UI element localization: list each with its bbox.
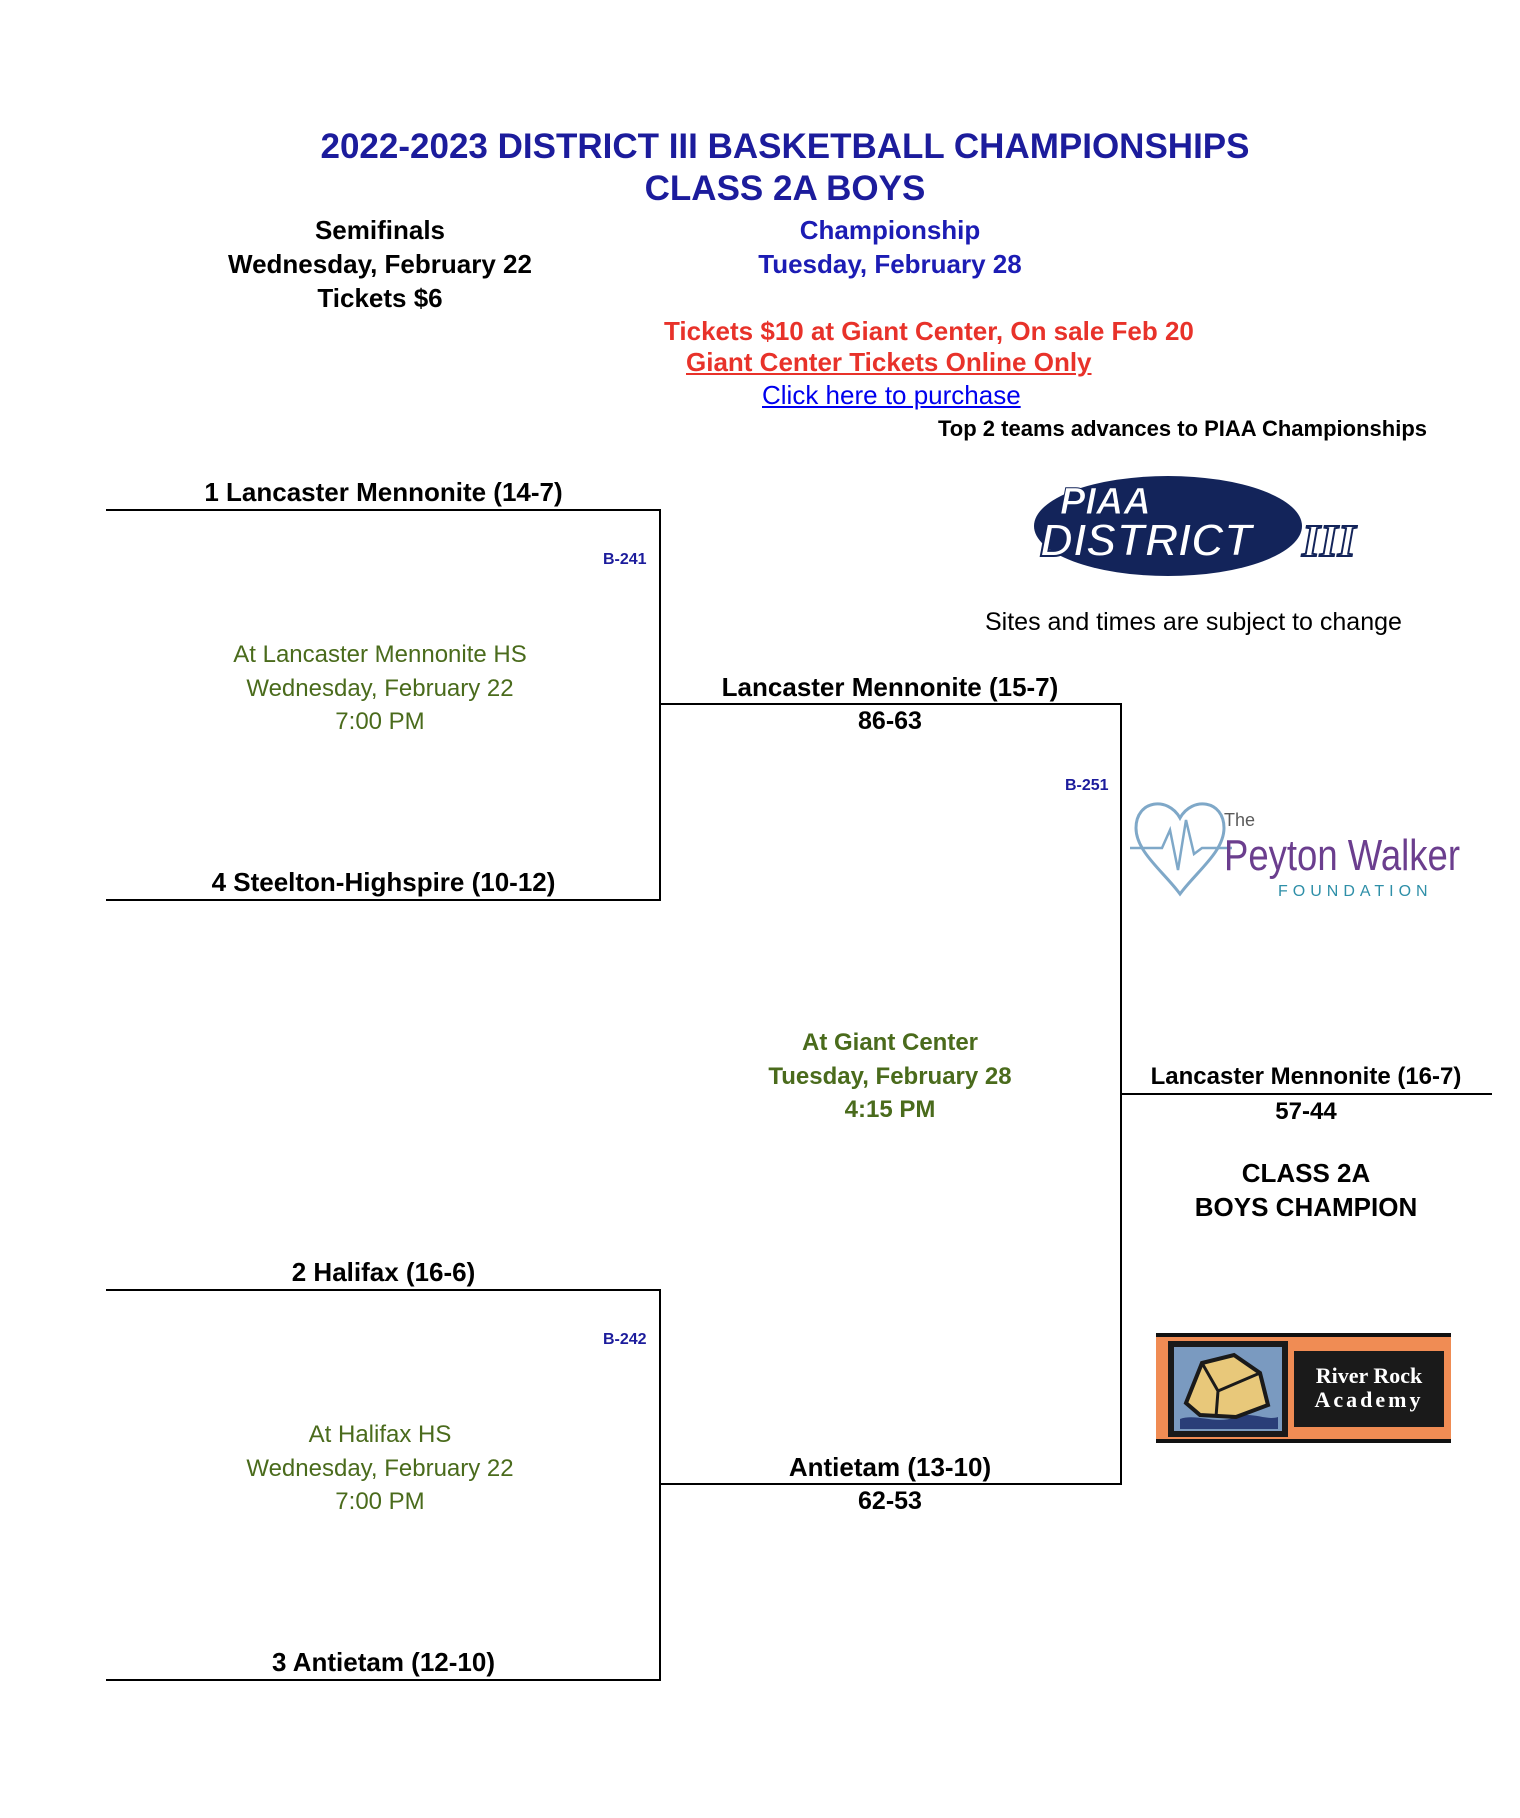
- game1-site: At Lancaster Mennonite HS: [233, 641, 527, 668]
- champion-team: Lancaster Mennonite (16-7): [1150, 1063, 1462, 1090]
- game2-id: B-242: [603, 1331, 647, 1348]
- piaa-district-logo: PIAA DISTRICT III: [1030, 470, 1390, 580]
- sites-note: Sites and times are subject to change: [985, 608, 1402, 636]
- seed1-line: [106, 509, 661, 511]
- championship-label: Championship: [799, 215, 981, 245]
- game2-winner: Antietam (13-10): [788, 1452, 992, 1482]
- semifinals-tickets: Tickets $6: [317, 283, 443, 313]
- heartbeat-icon: [1130, 819, 1232, 871]
- page-subtitle: CLASS 2A BOYS: [644, 169, 926, 208]
- champion-title-line1: CLASS 2A: [1241, 1158, 1371, 1188]
- game1-id: B-241: [603, 551, 647, 568]
- game1-connector: [659, 509, 661, 901]
- district-numeral-text: III: [1301, 515, 1358, 566]
- district-logo-text: DISTRICT: [1040, 514, 1256, 566]
- peyton-walker-logo: The Peyton Walker FOUNDATION: [1128, 790, 1468, 905]
- champion-line: [1120, 1093, 1492, 1095]
- piaa-logo-text: PIAA: [1060, 481, 1151, 523]
- final-score: 57-44: [1275, 1098, 1337, 1125]
- game2-date: Wednesday, February 22: [246, 1455, 514, 1482]
- final-time: 4:15 PM: [844, 1096, 936, 1123]
- peyton-sub-text: FOUNDATION: [1278, 883, 1433, 900]
- river-rock-logo: River Rock Academy: [1156, 1333, 1451, 1443]
- seed2-team: 2 Halifax (16-6): [291, 1257, 476, 1287]
- final-site: At Giant Center: [801, 1029, 978, 1056]
- page-title: 2022-2023 DISTRICT III BASKETBALL CHAMPI…: [320, 127, 1250, 166]
- seed4-line: [106, 899, 661, 901]
- final-date: Tuesday, February 28: [768, 1063, 1012, 1090]
- seed3-team: 3 Antietam (12-10): [272, 1647, 495, 1677]
- heart-icon: [1134, 802, 1226, 897]
- game1-score: 86-63: [858, 707, 922, 735]
- game2-site: At Halifax HS: [308, 1421, 452, 1448]
- peyton-the-text: The: [1224, 810, 1255, 830]
- game1-winner: Lancaster Mennonite (15-7): [721, 672, 1059, 702]
- game2-time: 7:00 PM: [335, 1488, 425, 1515]
- giant-center-online-link[interactable]: Giant Center Tickets Online Only: [686, 347, 1092, 377]
- seed2-line: [106, 1289, 661, 1291]
- river-icon: [1180, 1415, 1278, 1429]
- championship-tickets: Tickets $10 at Giant Center, On sale Feb…: [664, 316, 1194, 346]
- championship-date: Tuesday, February 28: [758, 249, 1022, 279]
- final-id: B-251: [1065, 777, 1109, 794]
- advance-note: Top 2 teams advances to PIAA Championshi…: [938, 416, 1427, 441]
- game1-winner-line: [659, 703, 1122, 705]
- purchase-link[interactable]: Click here to purchase: [762, 380, 1021, 410]
- game1-time: 7:00 PM: [335, 708, 425, 735]
- game2-score: 62-53: [858, 1487, 922, 1515]
- game1-date: Wednesday, February 22: [246, 675, 514, 702]
- game2-connector: [659, 1289, 661, 1681]
- semifinals-date: Wednesday, February 22: [228, 249, 532, 279]
- seed1-team: 1 Lancaster Mennonite (14-7): [204, 477, 563, 507]
- game2-winner-line: [659, 1483, 1122, 1485]
- champion-title-line2: BOYS CHAMPION: [1194, 1192, 1418, 1222]
- riverrock-line2-text: Academy: [1315, 1387, 1424, 1412]
- seed4-team: 4 Steelton-Highspire (10-12): [211, 867, 556, 897]
- seed3-line: [106, 1679, 661, 1681]
- riverrock-line1-text: River Rock: [1316, 1363, 1423, 1388]
- peyton-name-text: Peyton Walker: [1224, 831, 1460, 880]
- semifinals-label: Semifinals: [314, 215, 446, 245]
